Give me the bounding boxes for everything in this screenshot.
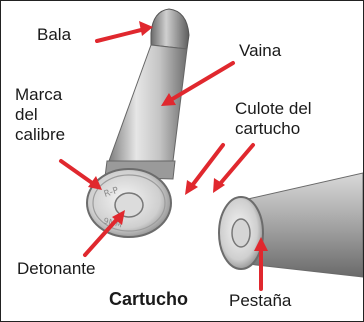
primer-label: Detonante [17,259,95,279]
rim-label: Pestaña [229,291,291,311]
caliber-mark-label: Marca del calibre [15,85,65,145]
cartridge-head-shape: R-P 9MM [87,169,171,237]
second-cartridge-shape [219,173,363,277]
case-body-shape [105,45,187,179]
caliber-mark-arrow [61,161,102,190]
case-label: Vaina [239,41,281,61]
bullet-arrow [97,21,153,41]
diagram-title: Cartucho [109,289,188,309]
bullet-shape [151,9,189,49]
case-head-label: Culote del cartucho [235,99,312,139]
bullet-label: Bala [37,25,71,45]
